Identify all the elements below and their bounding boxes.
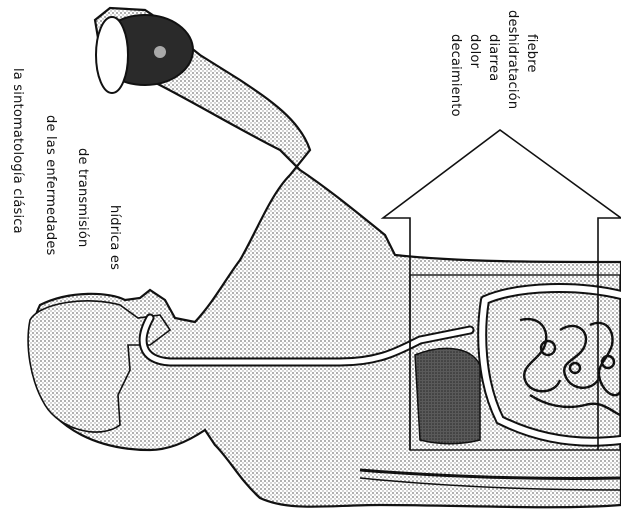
caption-line-2: de las enfermedades — [43, 115, 58, 256]
symptoms-arrow — [383, 130, 621, 450]
symptom-item: diarrea — [486, 34, 501, 81]
caption-line-4: hídrica es — [107, 205, 122, 270]
symptom-item: deshidratación — [505, 10, 520, 109]
symptom-item: dolor — [467, 34, 482, 68]
caption-line-3: de transmisión — [75, 148, 90, 247]
symptom-item: fiebre — [524, 34, 539, 73]
symptom-item: decaimiento — [448, 34, 463, 117]
caption-line-1: la sintomatología clásica — [10, 68, 25, 234]
